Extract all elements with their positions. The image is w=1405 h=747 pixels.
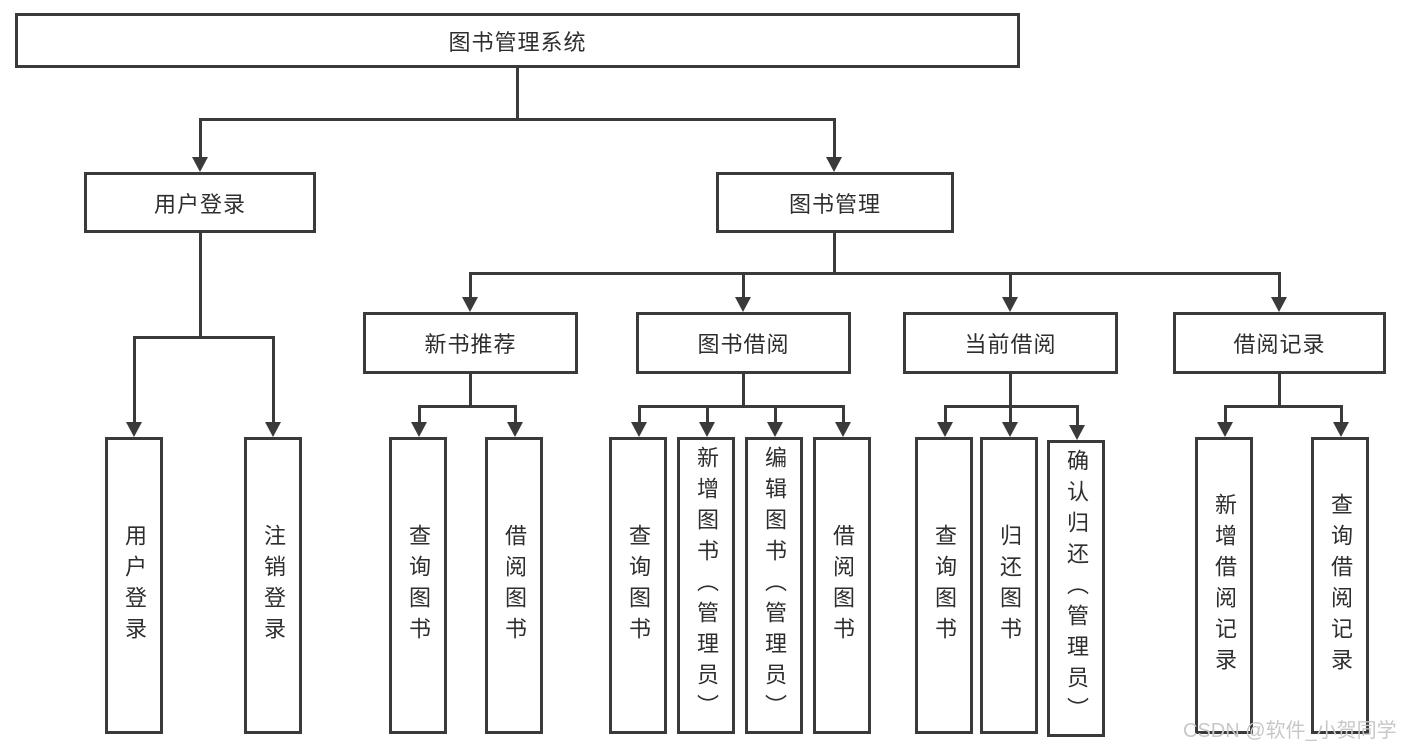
leaf-label: 用户登录 xyxy=(122,523,147,648)
connector-line xyxy=(1340,405,1343,422)
connector-line xyxy=(469,272,1281,275)
arrow-down-icon xyxy=(265,422,281,437)
connector-line xyxy=(418,405,421,422)
arrow-down-icon xyxy=(192,157,208,172)
arrow-down-icon xyxy=(1333,422,1349,437)
connector-line xyxy=(774,405,777,422)
leaf-label: 借阅图书 xyxy=(830,523,855,648)
connector-line xyxy=(638,405,641,422)
connector-line xyxy=(133,336,136,422)
arrow-down-icon xyxy=(1002,297,1018,312)
node-book-borrowing: 图书借阅 xyxy=(636,312,851,374)
arrow-down-icon xyxy=(507,422,523,437)
connector-line xyxy=(706,405,709,422)
arrow-down-icon xyxy=(1069,425,1085,440)
leaf-label: 注销登录 xyxy=(261,523,286,648)
node-label: 借阅记录 xyxy=(1233,332,1326,357)
connector-line xyxy=(833,233,836,272)
arrow-down-icon xyxy=(937,422,953,437)
leaf-confirm-return-admin: 确认归还（管理员） xyxy=(1047,440,1105,737)
leaf-edit-books-admin: 编辑图书（管理员） xyxy=(745,437,803,734)
connector-line xyxy=(1224,405,1227,422)
connector-line xyxy=(1278,272,1281,297)
connector-line xyxy=(133,336,273,339)
connector-line xyxy=(833,118,836,158)
leaf-label: 查询图书 xyxy=(626,523,651,648)
connector-line xyxy=(199,233,202,336)
connector-line xyxy=(1009,405,1012,422)
connector-line xyxy=(1224,405,1342,408)
leaf-logout: 注销登录 xyxy=(244,437,302,734)
arrow-down-icon xyxy=(699,422,715,437)
connector-line xyxy=(199,118,836,121)
connector-line xyxy=(272,336,275,422)
arrow-down-icon xyxy=(1271,297,1287,312)
arrow-down-icon xyxy=(631,422,647,437)
watermark: CSDN @软件_小贺同学 xyxy=(1183,720,1397,742)
arrow-down-icon xyxy=(767,422,783,437)
connector-line xyxy=(742,374,745,405)
leaf-label: 查询借阅记录 xyxy=(1328,492,1353,679)
leaf-user-login: 用户登录 xyxy=(105,437,163,734)
leaf-query-books-2: 查询图书 xyxy=(609,437,667,734)
node-user-login: 用户登录 xyxy=(84,172,316,233)
connector-line xyxy=(469,374,472,405)
node-current-borrowing: 当前借阅 xyxy=(903,312,1118,374)
node-book-management: 图书管理 xyxy=(716,172,954,233)
leaf-label: 新增图书（管理员） xyxy=(694,446,719,725)
leaf-label: 确认归还（管理员） xyxy=(1064,449,1089,728)
arrow-down-icon xyxy=(826,157,842,172)
connector-line xyxy=(418,405,517,408)
leaf-label: 编辑图书（管理员） xyxy=(762,446,787,725)
arrow-down-icon xyxy=(411,422,427,437)
leaf-label: 查询图书 xyxy=(932,523,957,648)
leaf-query-books-3: 查询图书 xyxy=(915,437,973,734)
connector-line xyxy=(1009,272,1012,297)
arrow-down-icon xyxy=(126,422,142,437)
connector-line xyxy=(1278,374,1281,405)
leaf-label: 新增借阅记录 xyxy=(1212,492,1237,679)
connector-line xyxy=(514,405,517,422)
node-label: 图书管理系统 xyxy=(448,29,587,55)
connector-line xyxy=(1076,405,1079,425)
node-root-library-system: 图书管理系统 xyxy=(15,13,1020,68)
connector-line xyxy=(944,405,947,422)
node-label: 当前借阅 xyxy=(964,332,1057,357)
leaf-borrow-books-1: 借阅图书 xyxy=(485,437,543,734)
node-label: 图书借阅 xyxy=(697,332,790,357)
leaf-return-books: 归还图书 xyxy=(980,437,1038,734)
leaf-label: 借阅图书 xyxy=(502,523,527,648)
arrow-down-icon xyxy=(462,297,478,312)
arrow-down-icon xyxy=(1002,422,1018,437)
node-label: 新书推荐 xyxy=(424,332,517,357)
connector-line xyxy=(199,118,202,158)
connector-line xyxy=(469,272,472,297)
connector-line xyxy=(742,272,745,297)
connector-line xyxy=(516,68,519,118)
leaf-query-borrow-record: 查询借阅记录 xyxy=(1311,437,1369,734)
connector-line xyxy=(1009,374,1012,405)
node-label: 用户登录 xyxy=(153,191,246,217)
arrow-down-icon xyxy=(1217,422,1233,437)
leaf-label: 查询图书 xyxy=(406,523,431,648)
leaf-add-borrow-record: 新增借阅记录 xyxy=(1195,437,1253,734)
leaf-borrow-books-2: 借阅图书 xyxy=(813,437,871,734)
node-new-book-recommend: 新书推荐 xyxy=(363,312,578,374)
connector-line xyxy=(638,405,845,408)
connector-line xyxy=(842,405,845,422)
node-label: 图书管理 xyxy=(788,191,881,217)
leaf-query-books-1: 查询图书 xyxy=(389,437,447,734)
node-borrowing-records: 借阅记录 xyxy=(1173,312,1386,374)
arrow-down-icon xyxy=(735,297,751,312)
arrow-down-icon xyxy=(835,422,851,437)
leaf-label: 归还图书 xyxy=(997,523,1022,648)
leaf-add-books-admin: 新增图书（管理员） xyxy=(677,437,735,734)
